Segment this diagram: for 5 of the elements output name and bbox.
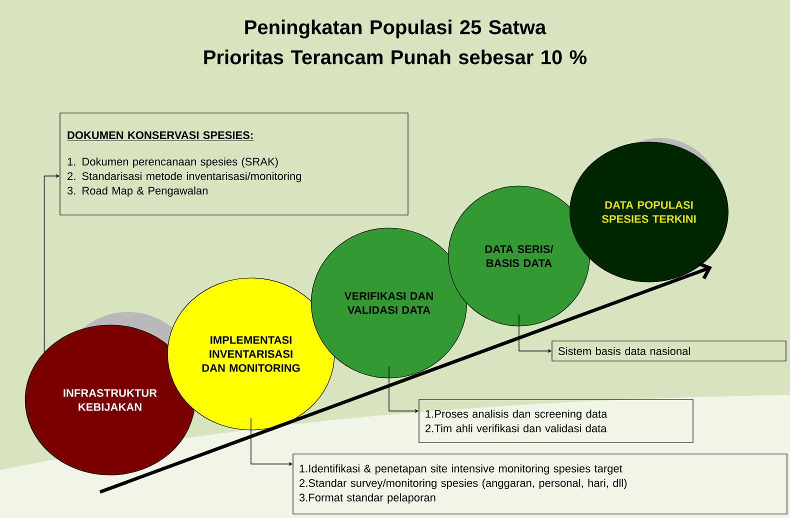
text-box: DOKUMEN KONSERVASI SPESIES: 1. Dokumen perencanaan spesies (SRAK) 2. Standarisasi metode inventarisasi/monitoring 3. Road Map & Pengawalan — [60, 112, 408, 216]
title: Peningkatan Populasi 25 Satwa Prioritas Terancam Punah sebesar 10 % — [204, 20, 587, 64]
text-box: 1.Proses analisis dan screening data 2.Tim ahli verifikasi dan validasi data — [418, 399, 694, 443]
text-box: 1.Identifikasi & penetapan site intensive monitoring spesies target 2.Standar survey/monitoring spesies (anggaran, personal, hari, dll) 3.Format standar pelaporan — [292, 454, 788, 514]
text-box: Sistem basis data nasional — [552, 340, 786, 362]
